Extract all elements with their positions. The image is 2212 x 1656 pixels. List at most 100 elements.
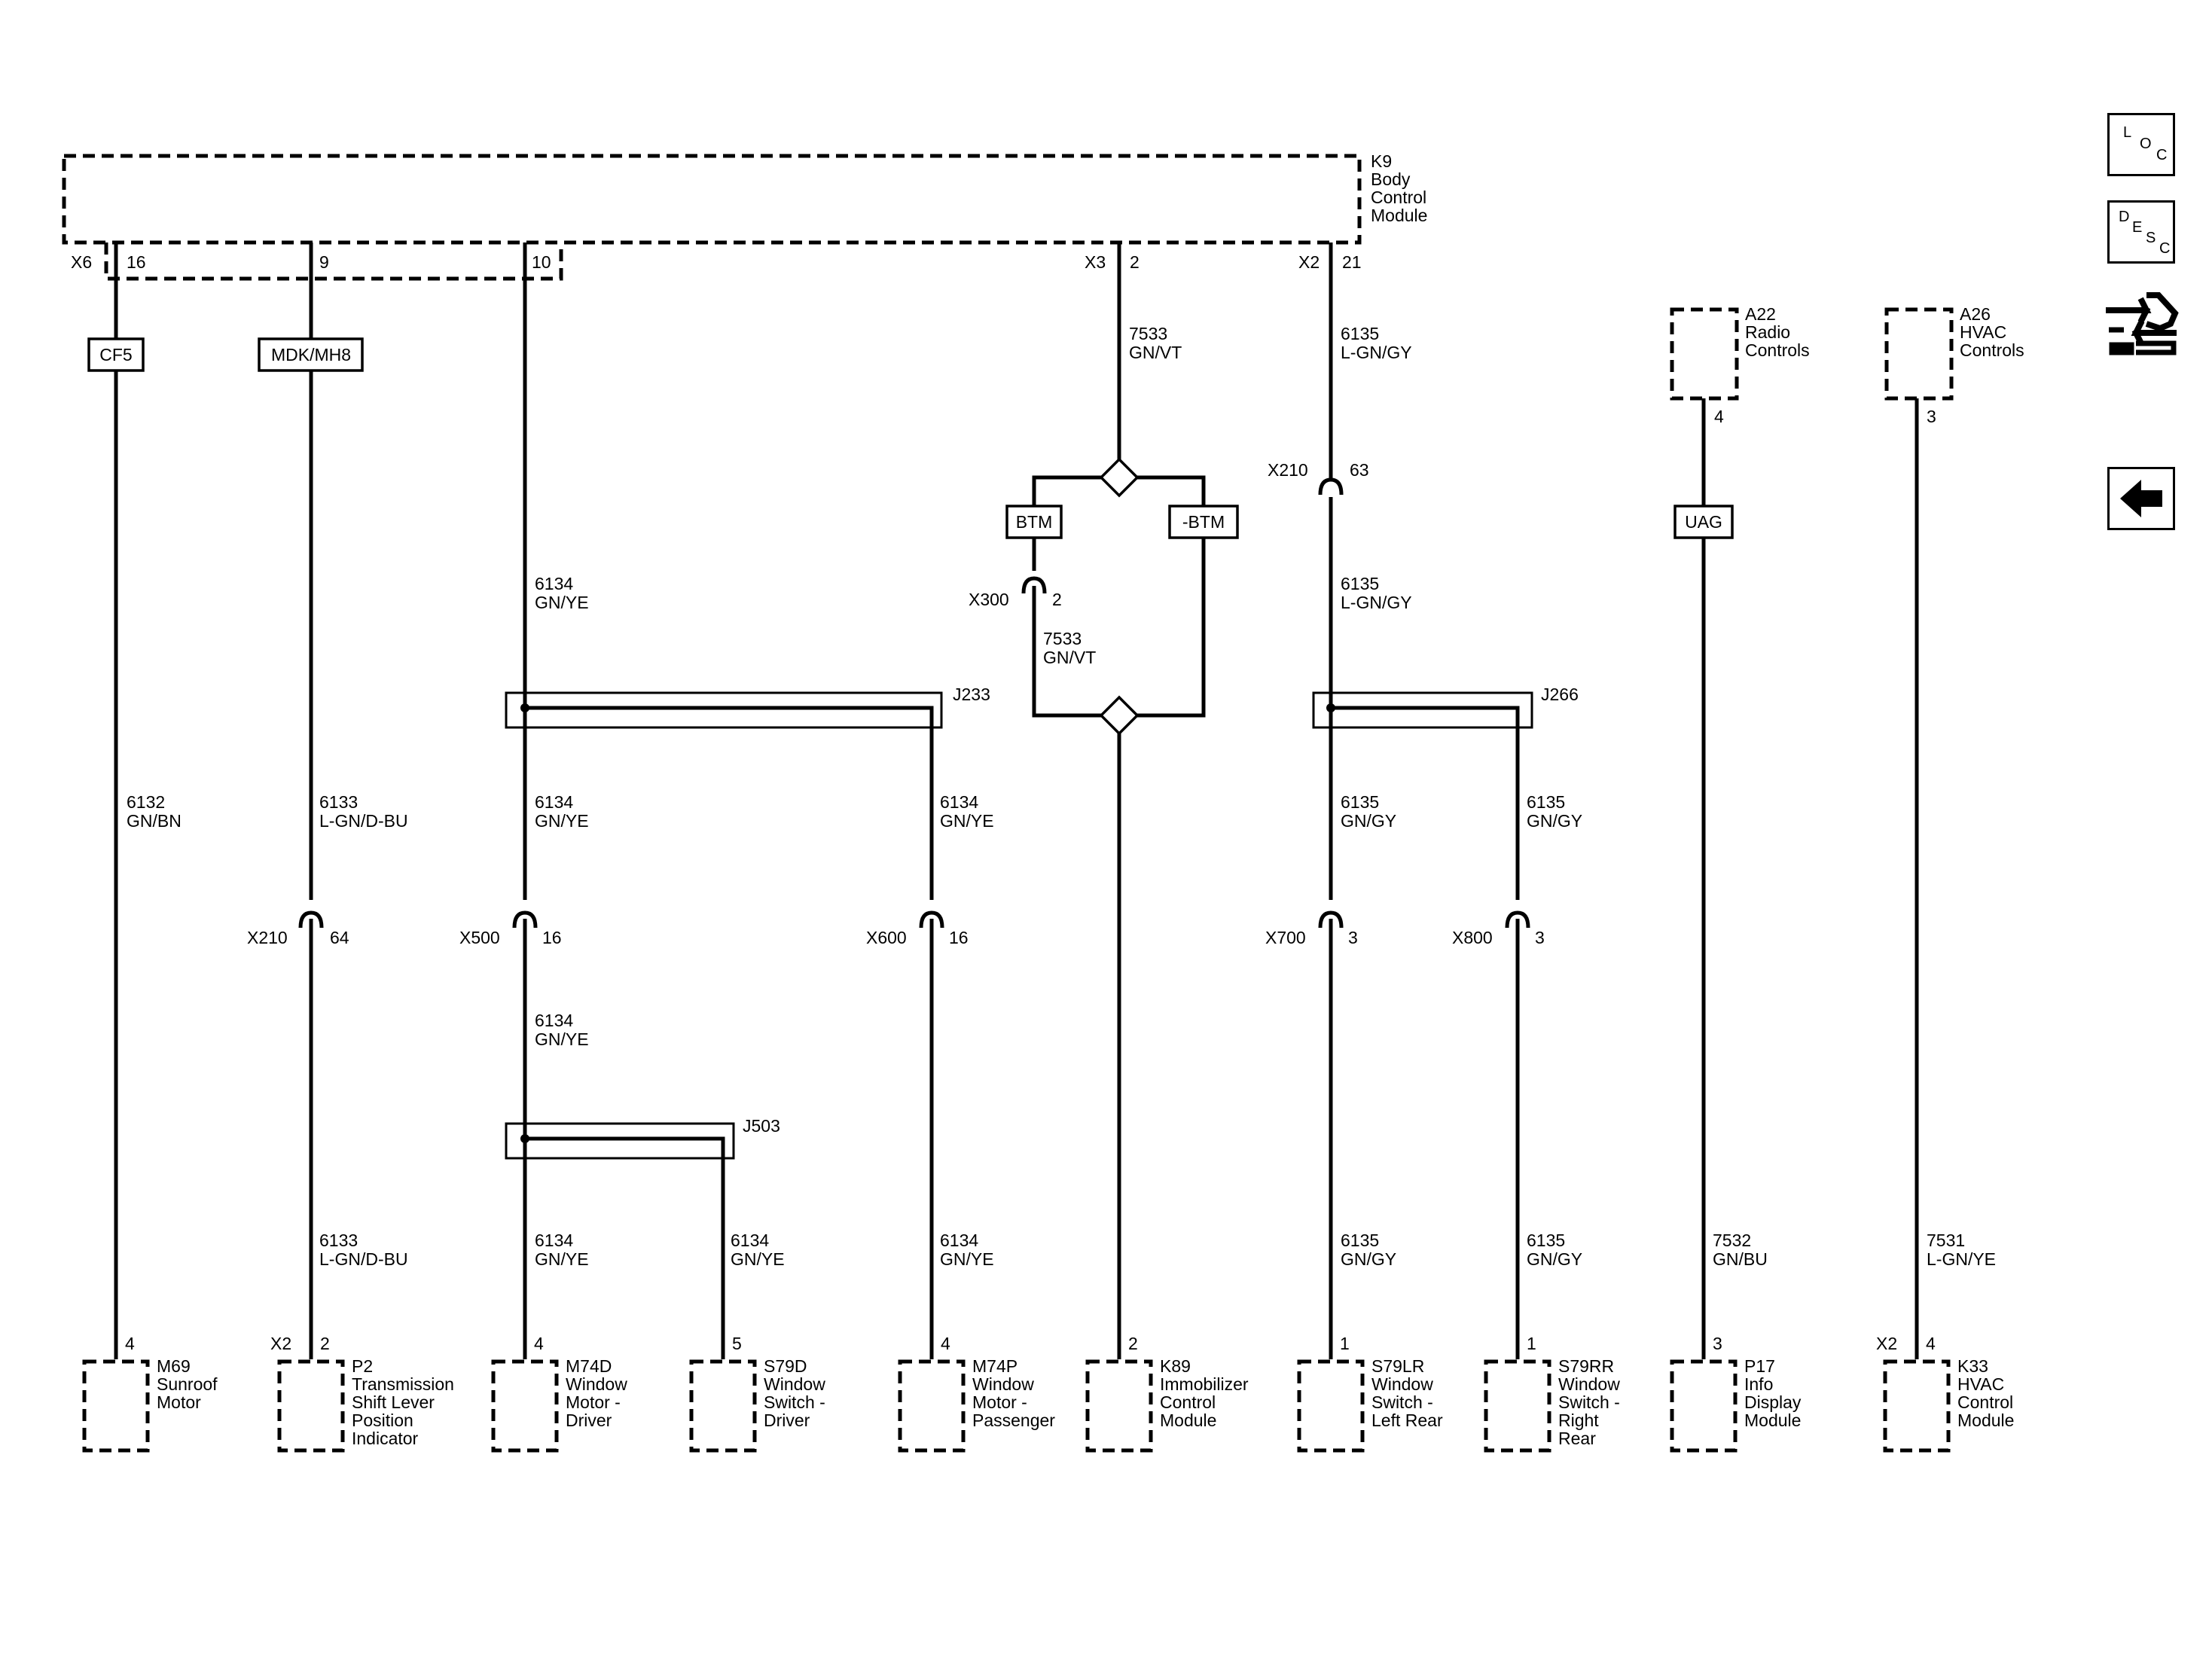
loc-letter-l: L [2123, 124, 2132, 141]
loc-letter-c: C [2156, 147, 2168, 163]
connector-x700-label: X700 [1265, 928, 1306, 947]
component-pin: 4 [941, 1334, 950, 1353]
component-id: M69 [157, 1356, 191, 1376]
wire-6135a-circuit: 6135 [1341, 324, 1379, 343]
wire-6134c-circuit: 6134 [940, 792, 978, 812]
connector-x210-a-label: X210 [1268, 460, 1308, 480]
wire-6134g-circuit: 6134 [940, 1231, 978, 1250]
wire-6134d-circuit: 6134 [535, 1011, 573, 1030]
component-pin: 2 [320, 1334, 330, 1353]
desc-letter-d: D [2119, 209, 2130, 225]
component-line: Driver [764, 1410, 810, 1430]
wire-6134e-circuit: 6134 [535, 1231, 573, 1250]
component-line: Module [1744, 1410, 1801, 1430]
wire-6134c-color: GN/YE [940, 811, 994, 831]
connector-x600-pin: 16 [949, 928, 969, 947]
wire-6135c-color: GN/GY [1341, 811, 1396, 831]
splice-j233-branch [525, 706, 934, 900]
component-box [82, 1359, 150, 1453]
connector-x210-b-pin: 64 [330, 928, 349, 947]
component-pin: 2 [1128, 1334, 1138, 1353]
connector-x3-label: X3 [1085, 252, 1106, 272]
component-line: Passenger [972, 1410, 1055, 1430]
component-line: Module [1160, 1410, 1216, 1430]
option-btm-box [1005, 505, 1063, 539]
component-line: Shift Lever [352, 1392, 435, 1412]
splice-j266-node [1326, 703, 1335, 712]
option-nbtm-label: -BTM [1182, 512, 1225, 532]
component-id: S79D [764, 1356, 807, 1376]
connector-x6-label: X6 [71, 252, 92, 272]
pin-16-label: 16 [127, 252, 146, 272]
wire-nbtm-lower [1137, 538, 1206, 718]
module-id: K9 [1371, 151, 1392, 171]
component-id: K33 [1957, 1356, 1988, 1376]
wire-6134a-circuit: 6134 [535, 574, 573, 593]
option-split-diamond-top [1099, 457, 1140, 498]
wire-6135b-circuit: 6135 [1341, 574, 1379, 593]
connector-x800-pin: 3 [1535, 928, 1545, 947]
inline-connector-x210-a-symbol [1318, 477, 1344, 496]
wire-6134a-color: GN/YE [535, 593, 589, 612]
option-uag-label: UAG [1685, 512, 1722, 532]
hvac-controls-box [1884, 307, 1954, 401]
connector-tool-icon[interactable] [2101, 283, 2181, 361]
radio-controls-pin: 4 [1714, 407, 1724, 426]
hvac-controls-pin: 3 [1927, 407, 1936, 426]
component-line: Switch - [764, 1392, 825, 1412]
wire-6133a-circuit: 6133 [319, 792, 358, 812]
location-button[interactable]: L O C [2107, 113, 2175, 176]
option-uag-box [1673, 505, 1734, 539]
inline-connector-x600-symbol [919, 910, 944, 929]
component-line: Module [1957, 1410, 2014, 1430]
desc-letter-e: E [2132, 219, 2143, 236]
splice-j233-label: J233 [953, 685, 990, 704]
component-line: Control [1957, 1392, 2013, 1412]
splice-j503-box [505, 1122, 735, 1160]
splice-j266-branch [1331, 706, 1520, 900]
wire-btm-lower-b [1032, 586, 1101, 718]
component-line: Switch - [1558, 1392, 1620, 1412]
wire-6133b-circuit: 6133 [319, 1231, 358, 1250]
component-id: M74D [566, 1356, 612, 1376]
back-button[interactable] [2107, 467, 2175, 530]
component-line: Right [1558, 1410, 1599, 1430]
wire-7533a-circuit: 7533 [1129, 324, 1167, 343]
wire-6134b-color: GN/YE [535, 811, 589, 831]
hvac-controls-line-2: Controls [1960, 340, 2024, 360]
component-line: Rear [1558, 1429, 1596, 1448]
wire-7532-circuit: 7532 [1713, 1231, 1751, 1250]
wire-6134f-color: GN/YE [731, 1249, 785, 1269]
component-line: Motor - [972, 1392, 1027, 1412]
component-line: Display [1744, 1392, 1802, 1412]
wire-6134f-circuit: 6134 [731, 1231, 769, 1250]
back-arrow-icon [2120, 480, 2162, 517]
wire-7531-circuit: 7531 [1927, 1231, 1965, 1250]
component-id: S79RR [1558, 1356, 1614, 1376]
wire-6134e-color: GN/YE [535, 1249, 589, 1269]
wire-6135e-circuit: 6135 [1341, 1231, 1379, 1250]
splice-j266-label: J266 [1541, 685, 1579, 704]
component-box [898, 1359, 966, 1453]
connector-x210-a-pin: 63 [1350, 460, 1369, 480]
inline-connector-x800-symbol [1505, 910, 1530, 929]
component-box [1883, 1359, 1951, 1453]
wire-6134g-color: GN/YE [940, 1249, 994, 1269]
component-line: Driver [566, 1410, 612, 1430]
description-button[interactable]: D E S C [2107, 200, 2175, 264]
component-pin: 4 [125, 1334, 135, 1353]
wire-nbtm-branch-top [1137, 475, 1206, 506]
component-id: S79LR [1371, 1356, 1424, 1376]
component-id: M74P [972, 1356, 1018, 1376]
wire-6134d-color: GN/YE [535, 1029, 589, 1049]
component-connector: X2 [270, 1334, 291, 1353]
splice-j503-label: J503 [743, 1116, 780, 1136]
splice-j233-node [520, 703, 529, 712]
component-id: P2 [352, 1356, 373, 1376]
connector-x300-label: X300 [969, 590, 1009, 609]
